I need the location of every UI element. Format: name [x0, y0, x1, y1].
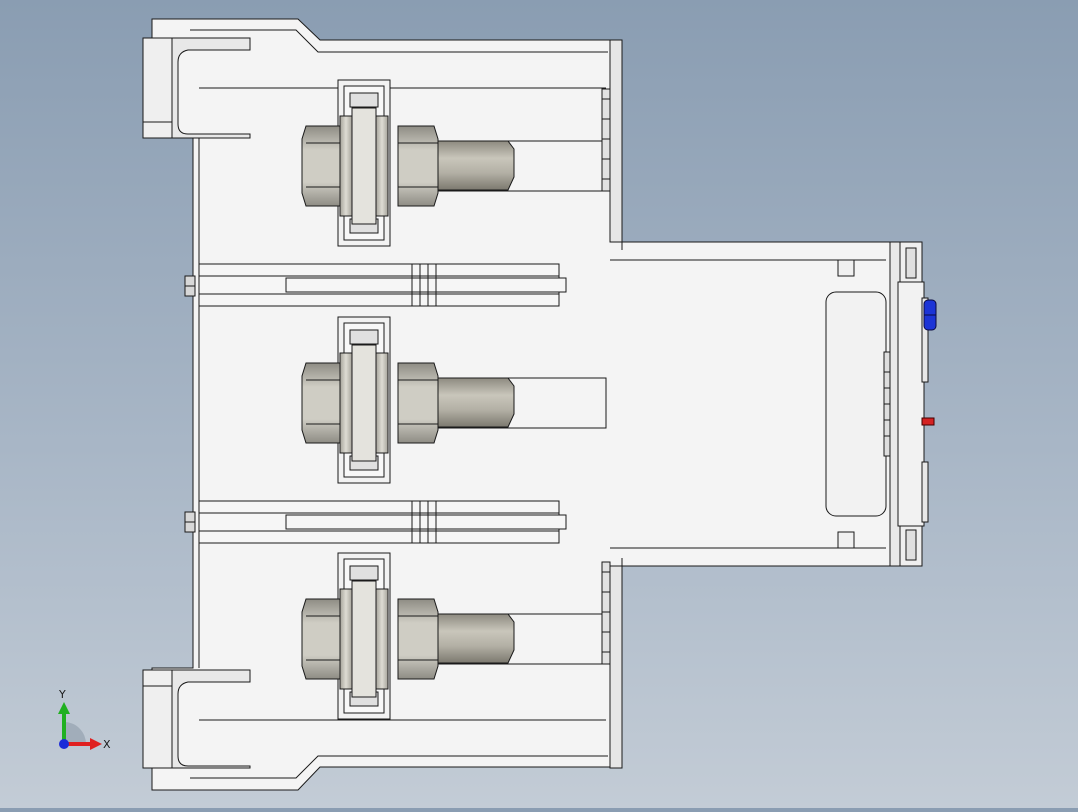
y-axis-arrowhead	[58, 702, 70, 714]
x-axis-arrowhead	[90, 738, 102, 750]
mounting-ear-bottom	[142, 669, 251, 769]
side-screw-2	[184, 511, 196, 533]
hex-nut-left	[301, 598, 347, 680]
x-axis-label: X	[103, 738, 111, 751]
terminal-group	[301, 79, 611, 720]
flange-top	[609, 39, 623, 243]
red-indicator-icon	[921, 417, 935, 426]
z-axis-dot	[59, 739, 69, 749]
phase-barrier-2	[198, 500, 567, 544]
flange-bottom	[609, 565, 623, 769]
side-screw-1	[184, 275, 196, 297]
aux-window	[825, 291, 887, 517]
hex-nut-left	[301, 125, 347, 207]
y-axis-label: Y	[58, 688, 66, 701]
hex-nut-right	[397, 125, 439, 207]
blue-reset-button[interactable]	[923, 299, 937, 331]
hex-nut-right	[397, 362, 439, 444]
hex-nut-left	[301, 362, 347, 444]
power-terminal[interactable]	[301, 316, 607, 484]
phase-barrier-1	[198, 263, 567, 307]
coordinate-triad-icon: Y X	[58, 688, 111, 751]
mounting-ear-top	[142, 37, 251, 139]
power-terminal[interactable]	[301, 79, 611, 247]
top-chamfer-line	[190, 29, 608, 53]
aux-latch-top	[837, 259, 855, 277]
power-terminal[interactable]	[301, 552, 611, 720]
bottom-chamfer-line	[190, 755, 608, 779]
aux-block[interactable]	[610, 241, 929, 567]
aux-latch-bottom	[837, 531, 855, 549]
hex-nut-right	[397, 598, 439, 680]
